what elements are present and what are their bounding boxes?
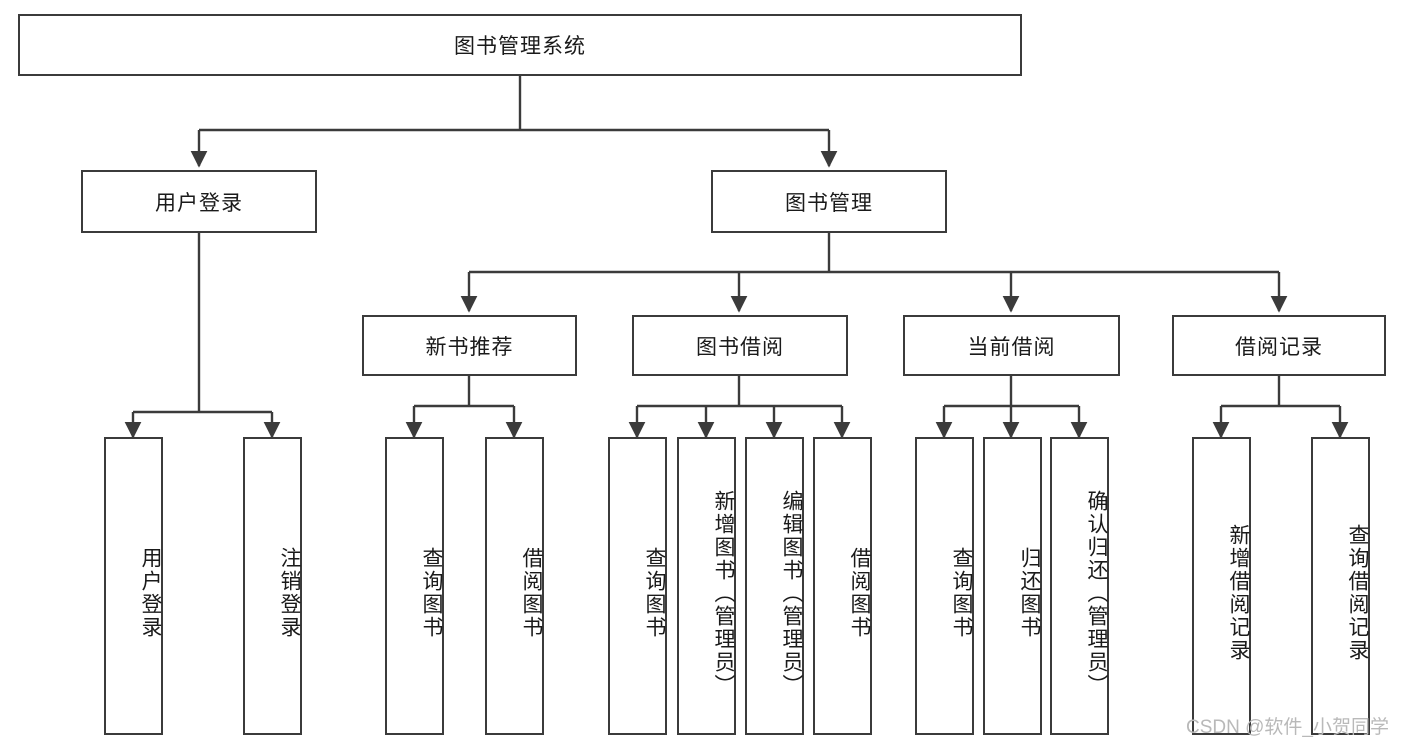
node-borrow-record-label: 借阅记录 xyxy=(1235,335,1323,359)
node-root-label: 图书管理系统 xyxy=(454,35,586,58)
node-leaf-rec-borrow-label: 借阅图书 xyxy=(520,547,543,639)
node-leaf-borrow-edit-label: 编辑图书（管理员） xyxy=(780,489,803,697)
node-user-login-label: 用户登录 xyxy=(155,191,243,215)
node-current-borrow-label: 当前借阅 xyxy=(967,335,1056,359)
node-book-borrow-label: 图书借阅 xyxy=(696,335,784,359)
node-leaf-rec-add-label: 新增借阅记录 xyxy=(1227,524,1250,662)
node-book-manage[interactable]: 图书管理 xyxy=(711,170,947,233)
node-leaf-user-logout-label: 注销登录 xyxy=(278,547,301,639)
node-leaf-borrow-add[interactable]: 新增图书（管理员） xyxy=(677,437,736,735)
node-root[interactable]: 图书管理系统 xyxy=(18,14,1022,76)
node-user-login[interactable]: 用户登录 xyxy=(81,170,317,233)
node-leaf-cur-query[interactable]: 查询图书 xyxy=(915,437,974,735)
node-leaf-cur-confirm-label: 确认归还（管理员） xyxy=(1085,489,1108,697)
node-new-book-rec-label: 新书推荐 xyxy=(425,335,514,359)
watermark-text: CSDN @软件_小贺同学 xyxy=(1186,717,1389,738)
node-leaf-borrow-edit[interactable]: 编辑图书（管理员） xyxy=(745,437,804,735)
node-leaf-borrow-add-label: 新增图书（管理员） xyxy=(712,489,735,697)
node-new-book-rec[interactable]: 新书推荐 xyxy=(362,315,577,376)
node-leaf-user-logout[interactable]: 注销登录 xyxy=(243,437,302,735)
node-leaf-rec-query2[interactable]: 查询借阅记录 xyxy=(1311,437,1370,735)
node-leaf-user-login-label: 用户登录 xyxy=(139,547,162,639)
node-leaf-user-login[interactable]: 用户登录 xyxy=(104,437,163,735)
node-leaf-borrow-do[interactable]: 借阅图书 xyxy=(813,437,872,735)
node-leaf-cur-return[interactable]: 归还图书 xyxy=(983,437,1042,735)
node-leaf-rec-query2-label: 查询借阅记录 xyxy=(1346,524,1369,662)
node-leaf-rec-borrow[interactable]: 借阅图书 xyxy=(485,437,544,735)
node-leaf-cur-query-label: 查询图书 xyxy=(950,547,973,639)
node-book-borrow[interactable]: 图书借阅 xyxy=(632,315,848,376)
node-book-manage-label: 图书管理 xyxy=(785,191,873,215)
node-leaf-borrow-query[interactable]: 查询图书 xyxy=(608,437,667,735)
node-leaf-cur-return-label: 归还图书 xyxy=(1018,547,1041,639)
node-leaf-rec-add[interactable]: 新增借阅记录 xyxy=(1192,437,1251,735)
node-leaf-borrow-do-label: 借阅图书 xyxy=(848,547,871,639)
node-leaf-borrow-query-label: 查询图书 xyxy=(643,547,666,639)
node-leaf-rec-query[interactable]: 查询图书 xyxy=(385,437,444,735)
node-leaf-cur-confirm[interactable]: 确认归还（管理员） xyxy=(1050,437,1109,735)
node-borrow-record[interactable]: 借阅记录 xyxy=(1172,315,1386,376)
node-leaf-rec-query-label: 查询图书 xyxy=(420,547,443,639)
node-current-borrow[interactable]: 当前借阅 xyxy=(903,315,1120,376)
